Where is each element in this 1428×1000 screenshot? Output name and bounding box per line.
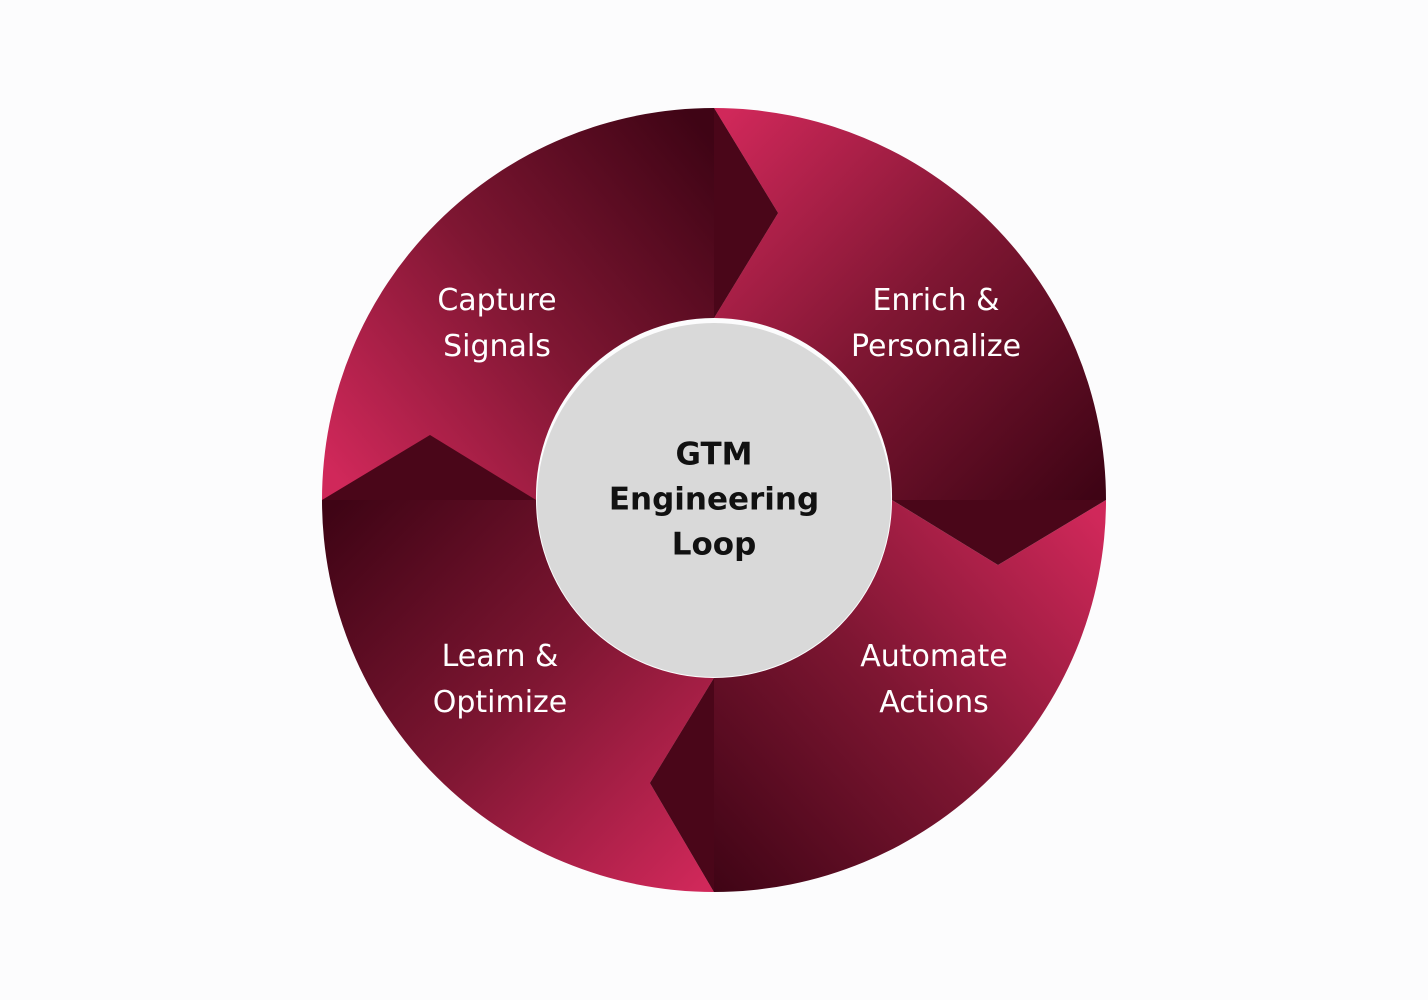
center-hub — [537, 323, 891, 677]
automate-actions-label: Automate Actions — [860, 634, 1007, 726]
segment-capture-signals — [322, 108, 778, 500]
segment-automate-actions — [650, 500, 1106, 892]
enrich-personalize-line-2: Personalize — [850, 329, 1022, 364]
arrow-tip-learn — [322, 435, 536, 500]
learn-optimize-line-1: Learn & — [441, 639, 559, 674]
learn-optimize-label: Learn & Optimize — [433, 634, 568, 726]
segment-enrich-personalize — [714, 108, 1106, 500]
enrich-personalize-line-1: Enrich & — [872, 283, 1000, 318]
arrow-tip-enrich — [892, 500, 1106, 565]
automate-actions-line-2: Actions — [879, 685, 989, 720]
learn-optimize-line-2: Optimize — [432, 685, 568, 720]
center-title-line-3: Loop — [671, 526, 757, 563]
capture-signals-line-2: Signals — [443, 329, 551, 364]
automate-actions-line-1: Automate — [860, 639, 1008, 674]
arrow-tip-capture — [714, 108, 778, 318]
arrow-tip-automate — [650, 678, 714, 892]
center-title-line-2: Engineering — [608, 481, 820, 518]
segment-learn-optimize — [322, 500, 714, 892]
center-title-line-1: GTM — [675, 436, 753, 473]
capture-signals-line-1: Capture — [437, 283, 557, 318]
capture-signals-label: Capture Signals — [437, 278, 556, 370]
center-title: GTM Engineering Loop — [609, 433, 819, 568]
enrich-personalize-label: Enrich & Personalize — [851, 278, 1021, 370]
